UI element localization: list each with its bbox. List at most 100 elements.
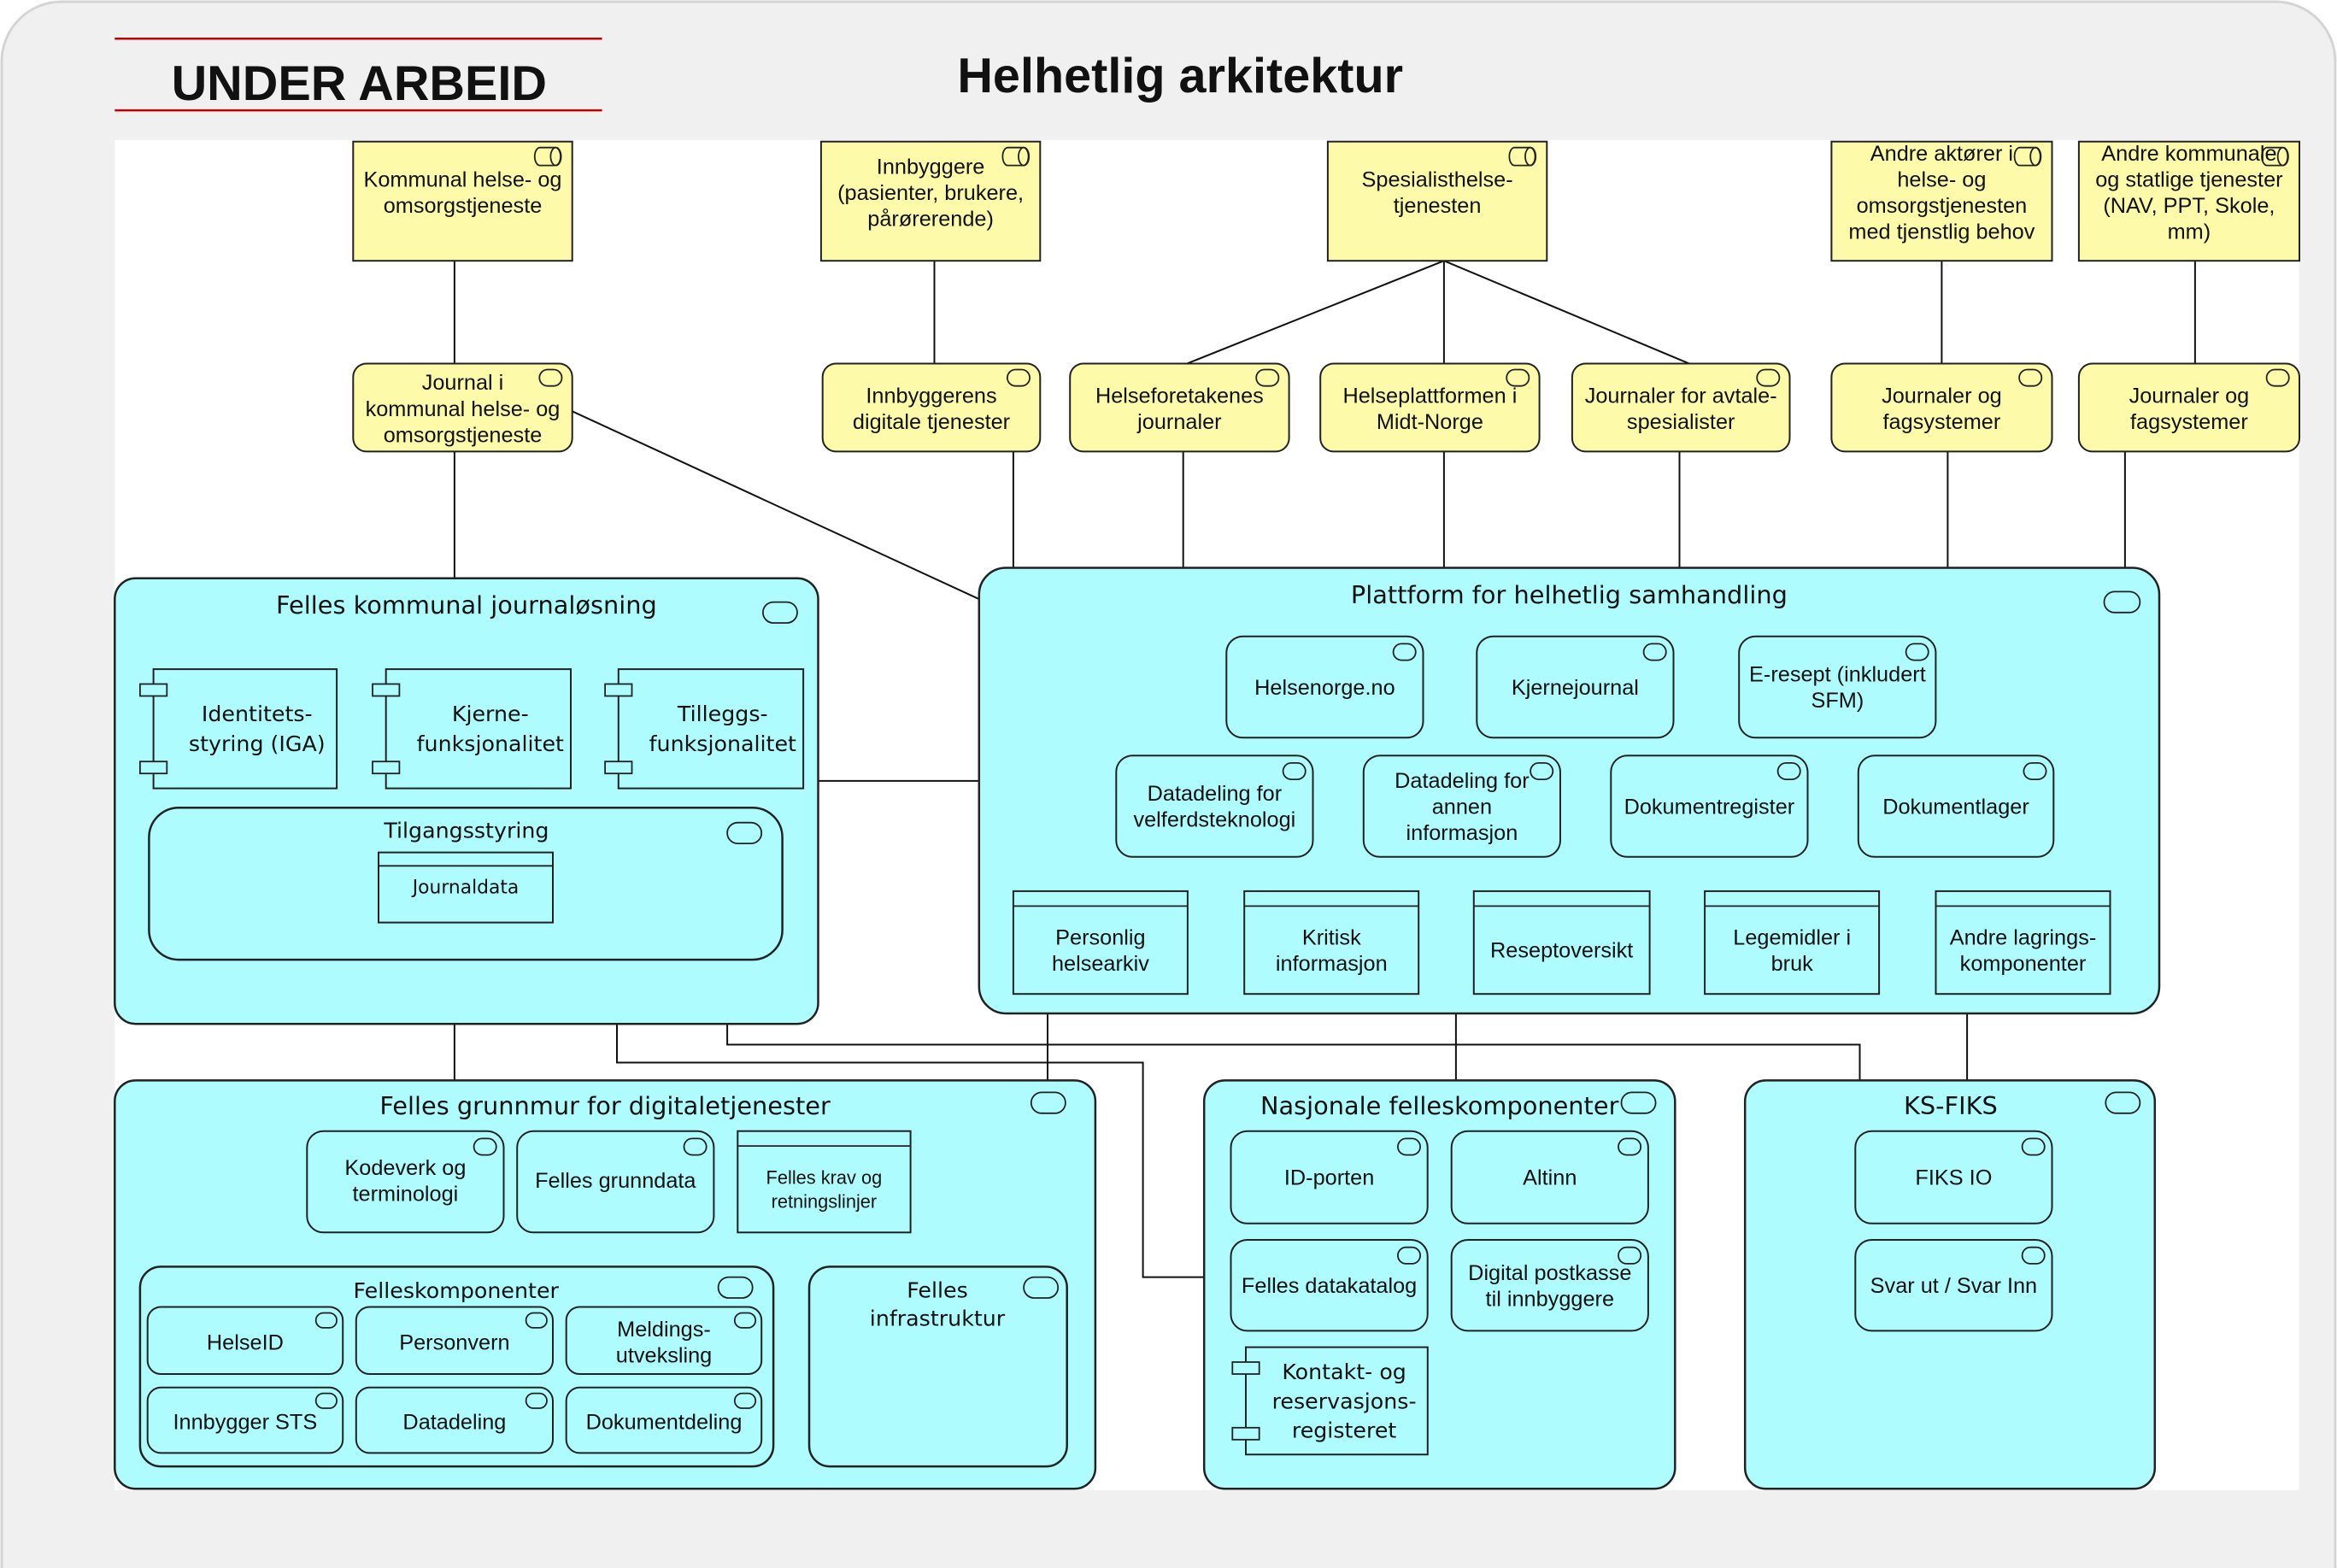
link-spesialist-helseforetak	[1183, 260, 1445, 367]
service-icon	[733, 1312, 757, 1329]
service-annen-info[interactable]	[1362, 755, 1562, 858]
journal-journaler-1-label-line: fagsystemer	[1883, 410, 2001, 434]
service-annen-info-label-line: Datadeling for	[1395, 769, 1530, 793]
data-journaldata[interactable]	[378, 851, 554, 924]
data-andre-lagring[interactable]	[1935, 890, 2111, 995]
service-postkasse[interactable]	[1450, 1239, 1649, 1332]
service-icon	[1618, 1137, 1642, 1156]
service-idporten[interactable]	[1230, 1130, 1429, 1224]
component-iga-label: Identitets-styring (IGA)	[189, 702, 326, 756]
service-icon	[473, 1137, 497, 1156]
service-personvern[interactable]	[355, 1306, 554, 1375]
service-svarut[interactable]	[1854, 1239, 2053, 1332]
service-fiksio-label: FIKS IO	[1915, 1166, 1992, 1190]
service-fiksio[interactable]	[1854, 1130, 2053, 1224]
service-icon	[733, 1392, 757, 1409]
service-kodeverk[interactable]	[306, 1130, 505, 1234]
felleskomponenter-title-line: Felleskomponenter	[353, 1278, 559, 1303]
service-dokumentlager-label-line: Dokumentlager	[1882, 795, 2029, 819]
component-kjerne-label-line: Kjerne-	[452, 702, 529, 726]
actor-kommunal[interactable]	[352, 140, 573, 262]
journal-helseplattformen-label-line: Helseplattformen i	[1342, 385, 1517, 408]
data-felles-krav[interactable]	[737, 1130, 912, 1234]
service-dokumentdeling[interactable]	[565, 1386, 763, 1454]
service-dokumentlager[interactable]	[1857, 755, 2055, 858]
service-grunndata[interactable]	[516, 1130, 715, 1234]
journal-helseplattformen[interactable]	[1319, 362, 1541, 453]
service-dokumentregister-label: Dokumentregister	[1624, 795, 1795, 819]
actor-spesialist-label: Spesialisthelse-tjenesten	[1362, 168, 1513, 219]
journal-journal-kommunal[interactable]	[352, 362, 573, 453]
component-icon	[1231, 1346, 1429, 1456]
service-icon	[314, 1392, 338, 1409]
service-altinn-label: Altinn	[1523, 1166, 1577, 1190]
data-personlig-label-line: helsearkiv	[1052, 952, 1149, 976]
service-personvern-label-line: Personvern	[399, 1330, 509, 1354]
service-icon	[2105, 1091, 2141, 1114]
service-icon	[1506, 368, 1530, 387]
role-icon	[1001, 146, 1031, 167]
component-tillegg-label: Tilleggs-funksjonalitet	[649, 702, 796, 756]
service-dokumentregister-label-line: Dokumentregister	[1624, 795, 1795, 819]
service-datadeling[interactable]	[355, 1386, 554, 1454]
component-iga-label-line: Identitets-	[202, 702, 313, 726]
service-icon	[762, 601, 798, 624]
journal-journaler-2[interactable]	[2077, 362, 2300, 453]
service-helseid[interactable]	[146, 1306, 344, 1375]
journal-innbygger-tjenester[interactable]	[821, 362, 1042, 453]
journal-avtalespesialister[interactable]	[1571, 362, 1791, 453]
journal-innbygger-tjenester-label-line: digitale tjenester	[853, 410, 1010, 434]
grunnmur-title-line: Felles grunnmur for digitaletjenester	[379, 1091, 831, 1120]
journal-helseforetak[interactable]	[1069, 362, 1290, 453]
service-melding[interactable]	[565, 1306, 763, 1375]
service-helsenorge-label-line: Helsenorge.no	[1254, 676, 1395, 700]
component-kjerne-label: Kjerne-funksjonalitet	[417, 702, 564, 756]
service-icon	[726, 821, 763, 845]
journal-journaler-1[interactable]	[1830, 362, 2053, 453]
journal-journal-kommunal-label-line: Journal i	[422, 371, 504, 395]
service-dokumentregister[interactable]	[1610, 755, 1809, 858]
data-legemidler-label-line: Legemidler i	[1733, 925, 1851, 949]
nasjonale-title: Nasjonale felleskomponenter	[1260, 1091, 1619, 1120]
service-icon	[1282, 762, 1306, 781]
data-legemidler[interactable]	[1704, 890, 1881, 995]
data-personlig[interactable]	[1012, 890, 1189, 995]
service-icon	[717, 1276, 754, 1299]
service-helseid-label: HelseID	[207, 1330, 284, 1354]
actor-andre-kommunale-label-line: og statlige tjenester	[2095, 168, 2282, 192]
status-label: UNDER ARBEID	[172, 56, 547, 111]
service-icon	[2023, 762, 2047, 781]
role-icon	[2261, 146, 2289, 167]
data-reseptoversikt[interactable]	[1472, 890, 1651, 995]
link-spesialist-avtale	[1443, 260, 1694, 367]
service-kodeverk-label-line: Kodeverk og	[344, 1156, 466, 1180]
service-altinn[interactable]	[1450, 1130, 1649, 1224]
service-kjernejournal-label-line: Kjernejournal	[1512, 676, 1639, 700]
service-icon	[683, 1137, 708, 1156]
component-kjerne-label-line: funksjonalitet	[417, 731, 564, 756]
service-postkasse-label-line: til innbyggere	[1486, 1287, 1614, 1311]
service-eresept[interactable]	[1738, 635, 1937, 739]
service-kjernejournal[interactable]	[1476, 635, 1675, 739]
journal-avtalespesialister-label-line: spesialister	[1627, 410, 1735, 434]
actor-innbyggere-label: Innbyggere(pasienter, brukere,pårørerend…	[837, 155, 1024, 231]
service-datakatalog[interactable]	[1230, 1239, 1429, 1332]
data-kritisk[interactable]	[1243, 890, 1420, 995]
felles-infrastruktur[interactable]	[807, 1266, 1068, 1468]
service-helsenorge[interactable]	[1225, 635, 1424, 739]
actor-andre-kommunale-label-line: Andre kommunale	[2101, 142, 2276, 166]
service-velferd[interactable]	[1115, 755, 1314, 858]
service-sts[interactable]	[146, 1386, 344, 1454]
service-icon	[1905, 643, 1929, 661]
service-kodeverk-label-line: terminologi	[353, 1182, 459, 1206]
actor-kommunal-label-line: Kommunal helse- og	[363, 168, 561, 192]
actor-innbyggere-label-line: Innbyggere	[877, 155, 985, 179]
data-andre-lagring-label-line: komponenter	[1960, 952, 2087, 976]
service-icon	[1023, 1276, 1060, 1299]
